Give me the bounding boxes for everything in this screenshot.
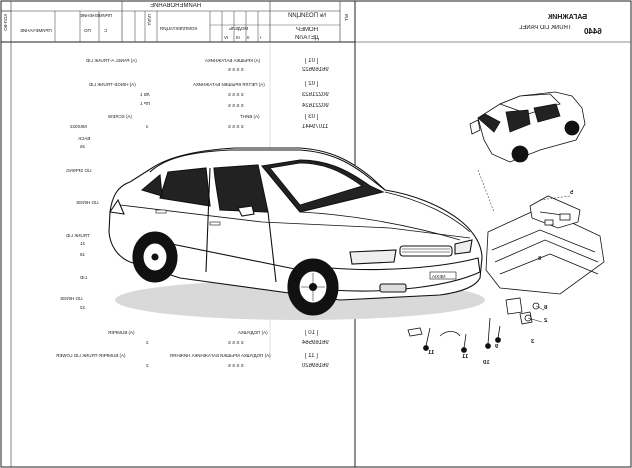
col-position-header: № ПОЗИЦИИ xyxy=(288,13,327,19)
side-label: M6X022 xyxy=(70,124,87,129)
callout-2: 2 xyxy=(544,318,548,324)
part-pos: [ 01 ] xyxy=(305,58,319,64)
part-pos: [ 02 ] xyxy=(305,81,319,87)
part-qty: 2 xyxy=(146,340,149,345)
part-models: S S S S xyxy=(228,340,244,345)
part-qty: 2 xyxy=(146,363,149,368)
col-notes-header: ПРИМЕЧАНИЕ xyxy=(20,28,52,33)
part-notes: ЛВ 1 xyxy=(140,92,150,97)
part-models: S S S S xyxy=(228,67,244,72)
part-name-ru: (A) КРЫШКА БАГАЖНИКА xyxy=(205,58,261,63)
page-title-ru: БАГАЖНИК xyxy=(548,14,588,21)
col-models-header: МОДЕЛЬ xyxy=(229,26,249,31)
side-label: TRUNK LID xyxy=(66,233,90,238)
col-plt-header: П/Л/Т xyxy=(147,14,152,26)
small-car-illustration xyxy=(469,91,586,163)
part-name-ru: (A) ПОДУШКА КРЫШКИ БАГАЖНИКА НИЖНЯЯ xyxy=(170,353,271,358)
trunk-lid-assembly xyxy=(407,169,605,353)
part-models: S S S S xyxy=(228,124,244,129)
col-name-header: НАИМЕНОВАНИЕ xyxy=(150,3,202,9)
part-number: 90221624 xyxy=(302,103,329,109)
part-models: S S S S xyxy=(228,363,244,368)
side-label: LID SPRING xyxy=(66,168,92,173)
callout-9: 9 xyxy=(495,344,499,350)
part-name-ru: (A) ПЕТЛЯ КРЫШКИ БАГАЖНИКА xyxy=(193,82,265,87)
model-code-4: IV xyxy=(224,35,229,40)
part-models: S S S S xyxy=(228,103,244,108)
part-name-en: (A) PANEL A-TRUNK LID xyxy=(86,58,137,63)
part-pos: [ 03 ] xyxy=(305,114,319,120)
car-illustration xyxy=(108,147,485,320)
side-label: 22 xyxy=(80,305,86,310)
callout-11b: 11 xyxy=(462,354,469,360)
part-name-ru: (A) ПОДУШКА xyxy=(238,330,268,335)
col-from-header: ПО xyxy=(84,28,91,33)
callout-8: 8 xyxy=(544,305,548,311)
part-number: 11079441 xyxy=(302,124,329,130)
part-name-ru: (A) ВИНТ xyxy=(240,114,260,119)
part-number: 96169564 xyxy=(302,340,329,346)
side-label: LID HINGE xyxy=(60,296,83,301)
side-label: BACK xyxy=(78,136,91,141)
model-code-3: III xyxy=(236,35,240,40)
car-badge: NEXIA xyxy=(432,274,446,279)
callout-3: 3 xyxy=(531,339,535,345)
side-label: 26 xyxy=(80,144,86,149)
page-title-en: TRUNK LID PANEL xyxy=(519,25,572,31)
part-notes: ПР 1 xyxy=(140,101,150,106)
side-label: LID HINGE xyxy=(76,200,99,205)
side-label: LID xyxy=(80,275,88,280)
section-code: 6440 xyxy=(584,27,602,36)
part-name-en: (A) SCREW xyxy=(108,114,132,119)
part-name-en: (A) BUMPER xyxy=(108,330,135,335)
col-partno-header-1: НОМЕР xyxy=(296,27,319,33)
col-partno-header-2: ДЕТАЛИ xyxy=(295,35,319,41)
col-qty-header: КОЛ-ВО xyxy=(3,14,8,31)
callout-6: 6 xyxy=(538,256,542,262)
col-complect-header: КОМПЛЕКТАЦИЯ xyxy=(160,26,198,31)
part-name-en: (A) HINGE-TRUNK LID xyxy=(89,82,136,87)
callout-10: 10 xyxy=(483,360,490,366)
part-number: 96169622 xyxy=(302,67,329,73)
col-bt-header: Б/Т xyxy=(344,14,349,21)
part-pos: [ 11 ] xyxy=(305,353,318,359)
side-label: 18 xyxy=(80,252,86,257)
side-label: 21 xyxy=(80,241,86,246)
model-code-1: I xyxy=(260,35,262,40)
callout-5: 5 xyxy=(570,190,574,196)
callout-11a: 11 xyxy=(428,350,435,356)
part-name-en: (A) BUMPER-TRUNK LID LOWER xyxy=(56,353,126,358)
model-code-2: II xyxy=(247,35,250,40)
part-number: 90221623 xyxy=(302,92,329,98)
col-to-header: С xyxy=(104,28,108,33)
part-qty: 4 xyxy=(146,124,149,129)
part-pos: [ 10 ] xyxy=(305,330,319,336)
part-models: S S S S xyxy=(228,92,244,97)
col-application-header: ПРИМЕНЕНИЕ xyxy=(80,13,112,18)
part-number: 96169620 xyxy=(302,363,329,369)
